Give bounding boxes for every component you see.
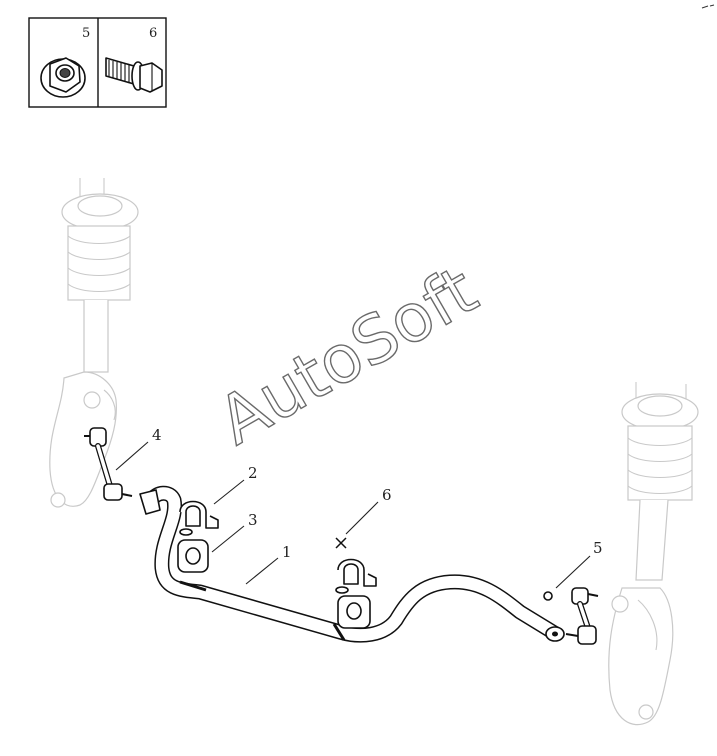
flange-bolt-icon [105,57,163,93]
watermark: AutoSoft [206,251,490,459]
flange-nut-icon [40,57,86,98]
callout-5: 5 [593,539,603,557]
left-drop-link [84,427,133,501]
leader-lines [115,441,591,589]
corner-mark [701,4,715,9]
callouts: 4 2 3 1 6 5 [152,426,603,561]
center-bushing [332,595,371,641]
callout-1: 1 [282,543,292,561]
right-drop-link [543,587,599,645]
inset-number-5: 5 [82,26,90,41]
parts-inset: 5 6 [28,17,167,108]
center-clamp [335,537,377,594]
callout-4: 4 [152,426,162,444]
right-strut-ghost [608,382,699,726]
callout-2: 2 [248,464,258,482]
callout-6: 6 [382,486,392,504]
left-clamp [179,500,219,536]
inset-number-6: 6 [149,26,157,41]
left-bushing [177,539,209,592]
left-strut-ghost [49,178,139,508]
callout-3: 3 [248,511,258,529]
stabilizer-bar [139,485,565,643]
